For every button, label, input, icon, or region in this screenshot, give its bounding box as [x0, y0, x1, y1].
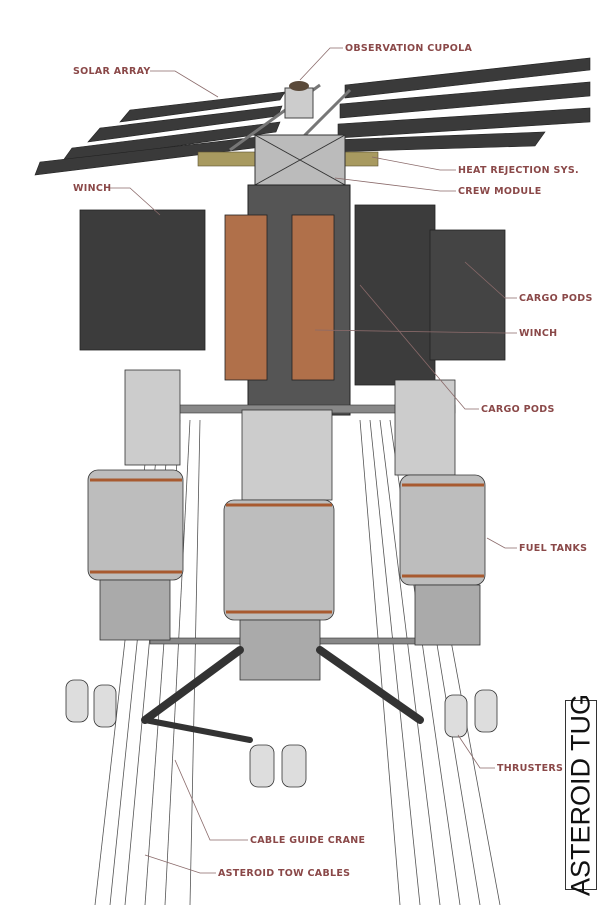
leader-lines — [110, 47, 517, 874]
label-cargo-pods-upper: CARGO PODS — [519, 293, 593, 304]
fuel-tanks — [87, 369, 486, 681]
solar-array-panels — [34, 57, 591, 176]
label-cable-guide-crane: CABLE GUIDE CRANE — [250, 835, 366, 846]
cable-guide-crane — [141, 646, 424, 743]
title-box: ASTEROID TUG — [565, 694, 597, 896]
title-text: ASTEROID TUG — [565, 693, 596, 897]
cupola — [289, 81, 309, 91]
label-fuel-tanks: FUEL TANKS — [519, 543, 588, 554]
label-observation-cupola: OBSERVATION CUPOLA — [345, 43, 473, 54]
cargo-pods — [79, 204, 506, 386]
label-crew-module: CREW MODULE — [458, 186, 542, 197]
label-winch-left: WINCH — [73, 183, 112, 194]
label-winch-right: WINCH — [519, 328, 558, 339]
label-solar-array: SOLAR ARRAY — [73, 66, 151, 77]
label-thrusters: THRUSTERS — [497, 763, 564, 774]
thrusters — [65, 679, 498, 788]
label-heat-rejection: HEAT REJECTION SYS. — [458, 165, 579, 176]
label-cargo-pods-lower: CARGO PODS — [481, 404, 555, 415]
label-asteroid-tow-cables: ASTEROID TOW CABLES — [218, 868, 351, 879]
